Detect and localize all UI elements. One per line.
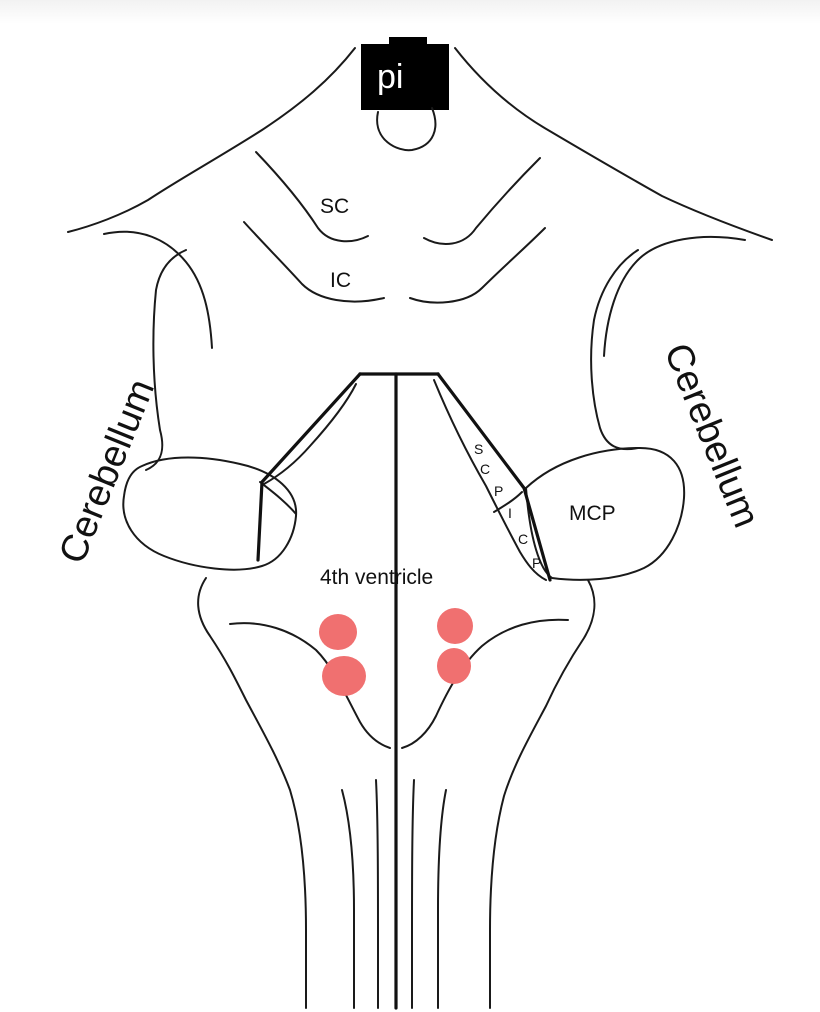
thalamus-right-outline — [454, 47, 773, 241]
thalamus-left-outline — [67, 47, 356, 233]
nucleus-marker-right-upper — [437, 608, 473, 644]
rhomboid-fossa-left-edge — [256, 372, 362, 562]
medulla-left-outline — [197, 577, 307, 1009]
inferior-colliculus-right — [409, 227, 546, 304]
pineal-body — [376, 107, 437, 152]
fourth-ventricle-label: 4th ventricle — [320, 566, 433, 589]
nucleus-marker-left-upper — [319, 614, 357, 650]
scp-left-inner — [263, 383, 357, 485]
midbrain-left-contour — [103, 230, 213, 349]
mcp-left-inner-line — [259, 481, 297, 515]
inferior-colliculus-left — [243, 221, 385, 303]
scp-letter-p: P — [494, 483, 503, 499]
scp-icp-divider — [493, 491, 523, 513]
medulla-column-left-outer — [341, 789, 356, 1009]
medulla-column-left-inner — [375, 779, 380, 1009]
cerebellum-left-label: Cerebellum — [51, 373, 163, 569]
window-top-bar — [0, 0, 820, 24]
ventricle-floor-left — [229, 622, 391, 749]
cerebellar-notch-right — [590, 249, 639, 451]
medulla-column-right-inner — [411, 779, 415, 1009]
superior-colliculus-label: SC — [320, 195, 349, 218]
icp-letter-p: P — [532, 555, 541, 571]
icp-letter-i: I — [508, 505, 512, 521]
nucleus-marker-left-lower — [322, 656, 366, 696]
pineal-label: pi — [377, 58, 403, 96]
superior-colliculus-left — [255, 151, 369, 243]
medulla-column-right-outer — [436, 789, 447, 1009]
scp-letter-c: C — [480, 461, 490, 477]
mcp-left-face — [122, 456, 298, 571]
medulla-right-outline — [488, 579, 596, 1009]
pineal-label-box-tab — [389, 37, 427, 47]
nucleus-marker-right-lower — [437, 648, 471, 684]
scp-letter-s: S — [474, 441, 483, 457]
icp-letter-c: C — [518, 531, 528, 547]
inferior-colliculus-label: IC — [330, 269, 351, 292]
rhomboid-fossa-right-edge — [436, 372, 552, 582]
cerebellum-right-label: Cerebellum — [656, 338, 768, 534]
pineal-label-box — [361, 44, 449, 110]
superior-colliculus-right — [423, 157, 541, 245]
scp-icp-right-inner — [433, 379, 547, 581]
cerebellar-notch-left — [145, 249, 187, 471]
midbrain-right-contour — [603, 235, 746, 357]
ventricle-floor-right — [401, 618, 569, 749]
mcp-label: MCP — [569, 502, 616, 525]
